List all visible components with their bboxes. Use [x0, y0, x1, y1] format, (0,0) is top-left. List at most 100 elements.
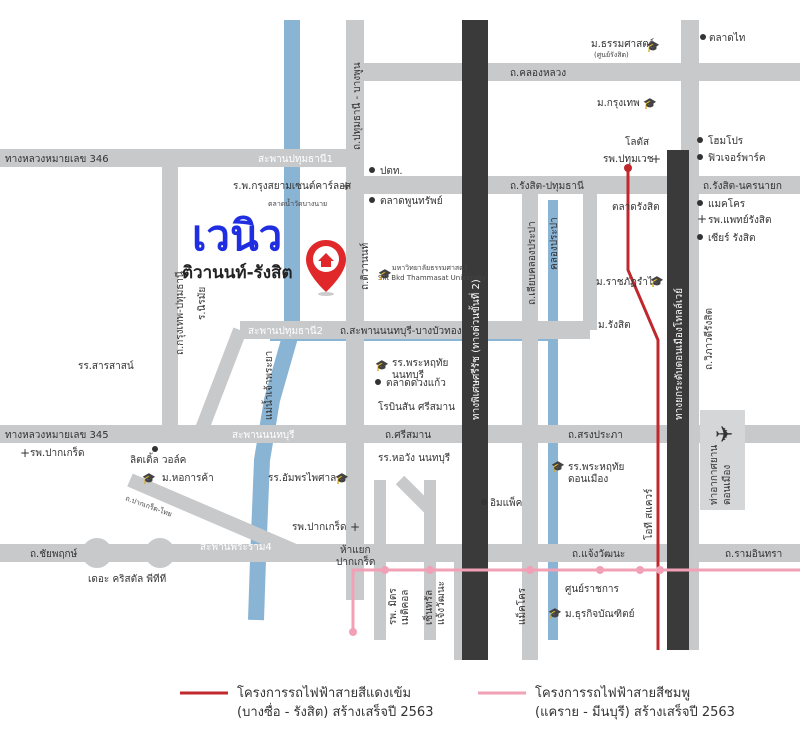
legend-red-line2: (บางซื่อ - รังสิต) สร้างเสร็จปี 2563 — [237, 702, 433, 720]
place-makro: แมคโคร — [708, 197, 746, 210]
tiwanon-label: ถ.ติวานนท์ — [359, 243, 371, 290]
chaiyaphruek-label: ถ.ชัยพฤกษ์ — [30, 548, 78, 560]
plus-cross-icon: + — [341, 179, 351, 193]
airport-label2: ดอนเมือง — [721, 465, 733, 505]
place-little-walk: ลิตเติ้ล วอล์ค — [130, 452, 186, 466]
airplane-icon: ✈ — [715, 423, 733, 448]
graduation-cap-icon: 🎓 — [142, 472, 156, 485]
plus-cross-icon: + — [651, 152, 661, 166]
sirat-expressway-label: ทางพิเศษศรีรัช (ทางด่วนขั้นที่ 2) — [468, 279, 482, 420]
place-robinson: โรบินสัน ศรีสมาน — [378, 400, 455, 413]
place-ptt: ปตท. — [380, 166, 403, 177]
legend-red-line1: โครงการรถไฟฟ้าสายสีแดงเข้ม — [237, 685, 411, 701]
place-rr-phrahruthai2: ดอนเมือง — [568, 473, 608, 485]
house-location-pin-icon — [306, 240, 346, 296]
place-rs-chaeng2: เมดิคอล — [400, 590, 411, 625]
place-kitchen: โอที สแควร์ — [642, 488, 655, 540]
roundabout-1 — [82, 538, 112, 568]
place-rs-patpat: รพ.แพทย์รังสิต — [708, 214, 771, 226]
tollway-label: ทางยกระดับดอนเมืองโทลล์เวย์ — [672, 288, 685, 420]
graduation-cap-icon: 🎓 — [551, 460, 565, 473]
place-krungthep-u: ม.กรุงเทพ — [597, 98, 640, 109]
sri-saman-label: ถ.ศรีสมาน — [385, 429, 431, 441]
place-rr-nonthaburi2: นนทบุรี — [392, 369, 425, 381]
airport-label: ท่าอากาศยาน — [709, 445, 720, 505]
place-home-pro: โฮมโปร — [708, 134, 744, 147]
red-line-rail — [626, 165, 660, 650]
hospital-icons: + + + + + — [20, 152, 707, 534]
songprapa-label: ถ.สรงประภา — [568, 430, 623, 441]
rangsit-nakhon-nayok-label: ถ.รังสิต-นครนายก — [703, 181, 782, 192]
place-rs-sarasas: รร.สารสาสน์ — [78, 360, 134, 372]
chao-phraya-label: แม่น้ำเจ้าพระยา — [261, 351, 275, 420]
rangsit-pathum-label: ถ.รังสิต-ปทุมธานี — [510, 180, 584, 192]
place-home-seven2: ปากเกร็ด — [336, 554, 375, 568]
place-rs-chaeng: รพ. มิตร — [388, 588, 399, 625]
place-rangsit-hosp: รพ.ปทุมเวช — [603, 154, 654, 165]
place-m-thurakit: ม.ธุรกิจบัณฑิตย์ — [565, 608, 634, 620]
place-talad-dokmai: ตลาดดวงแก้ว — [386, 377, 446, 389]
place-zeer: เซียร์ รังสิต — [708, 232, 755, 244]
khlong-luang-label: ถ.คลองหลวง — [510, 68, 566, 79]
place-thammasat-sub: (ศูนย์รังสิต) — [594, 51, 629, 59]
legend-pink-line2: (แคราย - มีนบุรี) สร้างเสร็จปี 2563 — [535, 702, 735, 720]
project-subtitle: ติวานนท์-รังสิต — [182, 262, 292, 283]
place-future-park: ฟิวเจอร์พาร์ค — [708, 152, 766, 164]
place-m-hokan: ม.หอการค้า — [162, 472, 214, 484]
graduation-cap-icon: 🎓 — [375, 359, 389, 372]
place-hosp-kasem: ร.พ.กรุงสยามเซนต์คาร์ลอส — [233, 180, 351, 192]
place-rr-huai: รร.หอวัง นนทบุรี — [378, 452, 451, 464]
place-rs-amphon: รร.อัมพรไพศาล — [268, 472, 336, 484]
bridge-pathumthani1: สะพานปทุมธานี1 — [258, 153, 333, 165]
place-silt: มหาวิทยาลัยธรรมศาสตร์ — [392, 264, 468, 272]
graduation-cap-icon: 🎓 — [378, 268, 392, 281]
plus-cross-icon: + — [20, 446, 30, 460]
roundabout-2 — [145, 538, 175, 568]
place-talad-thai: ตลาดไท — [709, 32, 745, 44]
graduation-cap-icon: 🎓 — [646, 40, 660, 53]
place-wat-ta-ya: ตลาดน้ำวัดบางนาย — [268, 197, 327, 208]
legend-pink-line1: โครงการรถไฟฟ้าสายสีชมพู — [535, 685, 690, 701]
roads — [0, 20, 800, 660]
pink-line-rail — [351, 568, 800, 635]
places: ม.ธรรมศาสตร์ (ศูนย์รังสิต) ตลาดไท ม.กรุง… — [30, 32, 771, 625]
place-rsu: ม.รังสิต — [598, 320, 631, 331]
place-rr-phrahruthai: รร.พระหฤทัย — [568, 462, 624, 473]
ram-intra-label: ถ.รามอินทรา — [725, 549, 782, 560]
bridge-phra-ram4: สะพานพระราม4 — [200, 542, 272, 553]
place-lotus: โลตัส — [625, 135, 649, 148]
pink-line-stations — [349, 566, 664, 636]
graduation-cap-icon: 🎓 — [548, 607, 562, 620]
place-talad-rangsit: ตลาดรังสิต — [612, 202, 660, 213]
krungthep-pathum-label: ถ.กรุงเทพ-ปทุมธานี — [174, 271, 186, 355]
project-title: เวนิว — [192, 211, 282, 260]
bridge-nonthaburi: สะพานนนทบุรี — [232, 429, 295, 441]
pathumthani-bangphun-label: ถ.ปทุมธานี - บางพูน — [351, 62, 363, 150]
road-346-label: ทางหลวงหมายเลข 346 — [5, 154, 109, 165]
place-silt-en: Silt Bkd Thammasat University — [378, 274, 486, 282]
place-central2: แจ้งวัฒนะ — [435, 581, 447, 625]
school-icons: 🎓 🎓 🎓 🎓 🎓 🎓 🎓 🎓 🎓 — [142, 40, 664, 620]
plus-cross-icon: + — [697, 212, 707, 226]
bridge-pathumthani2: สะพานปทุมธานี2 — [248, 325, 323, 337]
place-rr-nonthaburi: รร.พระหฤทัย — [392, 358, 448, 369]
graduation-cap-icon: 🎓 — [643, 97, 657, 110]
graduation-cap-icon: 🎓 — [335, 472, 349, 485]
place-pathum-u: ม.ราชภัฏรำไพ — [596, 276, 659, 288]
chaeng-watthana-label: ถ.แจ้งวัฒนะ — [572, 548, 625, 560]
liap-khlong-prapa-label: ถ.เลียบคลองประปา — [526, 221, 538, 305]
place-crystal: เดอะ คริสตัล พีทีที — [88, 573, 166, 585]
place-rs-pak-kret2: รพ.ปากเกร็ด — [292, 519, 347, 533]
place-makro2: แม็คโคร — [514, 587, 528, 625]
place-talad-phun-sap: ตลาดพูนทรัพย์ — [380, 195, 443, 207]
khlong-prapa-label: คลองประปา — [549, 217, 560, 270]
road-345-label: ทางหลวงหมายเลข 345 — [5, 430, 109, 441]
place-rs-pak-kret: รพ.ปากเกร็ด — [30, 445, 85, 459]
plus-cross-icon: + — [350, 520, 360, 534]
red-line-station — [624, 164, 632, 172]
place-thammasat: ม.ธรรมศาสตร์ — [591, 38, 655, 50]
graduation-cap-icon: 🎓 — [650, 275, 664, 288]
place-central: เซ็นทรัล — [421, 590, 435, 625]
